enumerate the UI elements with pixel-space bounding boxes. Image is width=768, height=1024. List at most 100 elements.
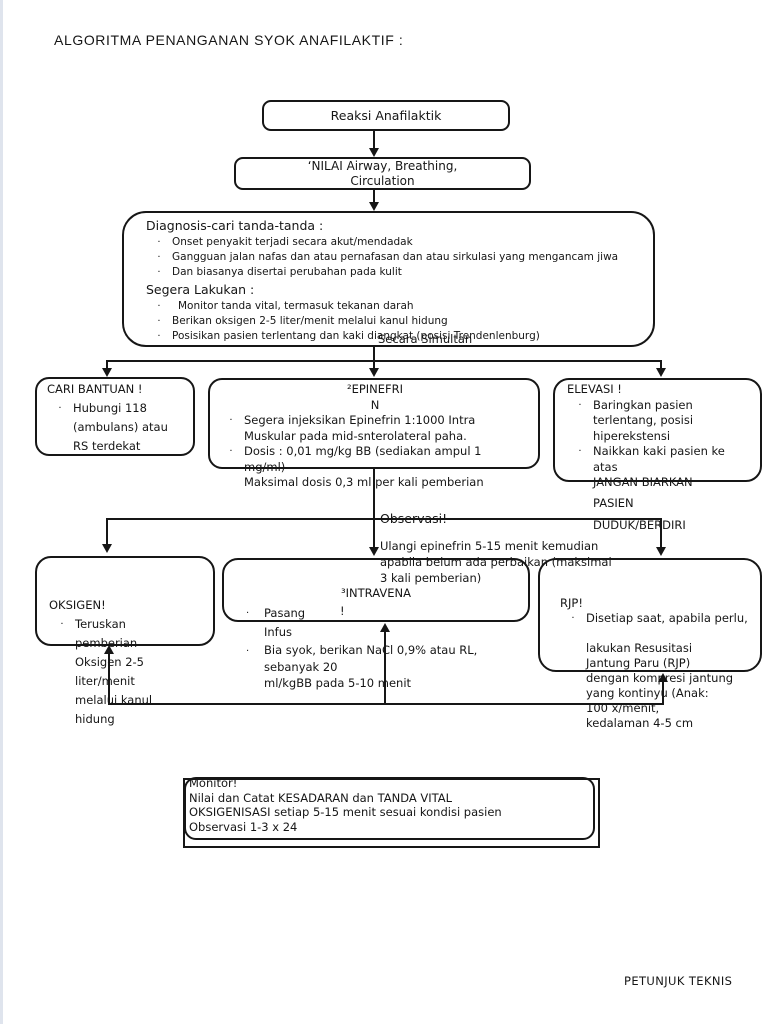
node-nilai-line2: Circulation <box>350 173 415 188</box>
intravena-item: Bia syok, berikan NaCl 0,9% atau RL, seb… <box>264 643 478 690</box>
rjp-title: RJP! <box>560 596 583 610</box>
node-nilai-abc: ‘NILAI Airway, Breathing, Circulation <box>234 157 531 190</box>
footer-label: PETUNJUK TEKNIS <box>624 974 733 988</box>
node-monitor: Monitor! Nilai dan Catat KESADARAN dan T… <box>183 776 600 848</box>
monitor-inner-border <box>184 777 595 840</box>
arrow-down-icon <box>369 202 379 211</box>
arrow-up-icon <box>658 673 668 682</box>
diagnosis-item: Dan biasanya disertai perubahan pada kul… <box>172 266 402 278</box>
elevasi-overflow-duduk: DUDUK/BERDIRI <box>593 518 686 532</box>
node-nilai-line1: ‘NILAI Airway, Breathing, <box>307 159 458 173</box>
intravena-title: ³INTRAVENA <box>341 586 411 600</box>
bullet-icon: · <box>246 646 250 657</box>
list-item: · Baringkan pasien terlentang, posisi hi… <box>567 398 756 445</box>
oksigen-item: Teruskan pemberian Oksigen 2-5 liter/men… <box>75 617 153 726</box>
arrow-down-icon <box>102 368 112 377</box>
node-cari-bantuan: CARI BANTUAN ! · Hubungi 118 (ambulans) … <box>35 377 195 456</box>
elevasi-overflow-pasien: PASIEN <box>593 495 634 510</box>
diagnosis-heading2: Segera Lakukan : <box>146 282 255 297</box>
node-intravena: ³INTRAVENA ! · Pasang Infus · Bia syok, … <box>222 558 530 690</box>
bullet-icon: · <box>229 446 233 457</box>
epinefrin-last-line: Maksimal dosis 0,3 ml per kali pemberian <box>244 475 484 489</box>
cari-bantuan-title: CARI BANTUAN ! <box>47 382 143 396</box>
connector-line <box>108 652 110 703</box>
list-item: · Berikan oksigen 2-5 liter/menit melalu… <box>146 314 643 329</box>
arrow-down-icon <box>102 544 112 553</box>
bullet-icon: · <box>58 403 62 414</box>
arrow-down-icon <box>369 547 379 556</box>
node-diagnosis: Diagnosis-cari tanda-tanda : · Onset pen… <box>122 211 655 347</box>
arrow-up-icon <box>380 623 390 632</box>
bullet-icon: · <box>60 619 64 630</box>
monitor-text: Monitor! Nilai dan Catat KESADARAN dan T… <box>189 776 502 834</box>
connector-line <box>106 518 108 545</box>
diagnosis-item: Monitor tanda vital, termasuk tekanan da… <box>178 300 414 312</box>
elevasi-item: Naikkan kaki pasien ke atas <box>593 444 725 474</box>
epinefrin-item: Segera injeksikan Epinefrin 1:1000 Intra… <box>244 413 476 443</box>
connector-line <box>662 680 664 703</box>
connector-line <box>373 518 375 548</box>
list-item: · Disetiap saat, apabila perlu, lakukan … <box>560 611 758 731</box>
diagnosis-item: Gangguan jalan nafas dan atau pernafasan… <box>172 251 619 263</box>
arrow-down-icon <box>369 148 379 157</box>
connector-line <box>384 630 386 703</box>
label-observasi: Observasi! <box>380 511 448 526</box>
list-item: · Naikkan kaki pasien ke atas <box>567 444 756 475</box>
diagnosis-item: Onset penyakit terjadi secara akut/menda… <box>172 236 413 248</box>
connector-line <box>373 469 375 520</box>
connector-line <box>660 360 662 370</box>
cari-bantuan-item: Hubungi 118 (ambulans) atau RS terdekat <box>73 401 168 453</box>
bullet-icon: · <box>229 415 233 426</box>
list-item: · Gangguan jalan nafas dan atau pernafas… <box>146 250 643 265</box>
node-oksigen: OKSIGEN! · Teruskan pemberian Oksigen 2-… <box>35 556 215 726</box>
epinefrin-item: Dosis : 0,01 mg/kg BB (sediakan ampul 1 … <box>244 444 482 474</box>
bullet-icon: · <box>578 446 582 457</box>
connector-line <box>660 518 662 548</box>
bullet-icon: · <box>157 267 161 278</box>
arrow-down-icon <box>369 368 379 377</box>
connector-line <box>106 360 662 362</box>
bullet-icon: · <box>246 608 250 619</box>
page-title: ALGORITMA PENANGANAN SYOK ANAFILAKTIF : <box>54 32 404 48</box>
connector-line <box>108 703 664 705</box>
label-secara-simultan: Secara Simultan <box>378 332 473 346</box>
intravena-title-excl: ! <box>340 604 345 618</box>
elevasi-item: Baringkan pasien terlentang, posisi hipe… <box>593 397 694 443</box>
elevasi-title: ELEVASI ! <box>567 382 622 396</box>
diagnosis-item: Posisikan pasien terlentang dan kaki dia… <box>172 330 540 342</box>
observasi-note: Ulangi epinefrin 5-15 menit kemudian apa… <box>380 539 612 585</box>
diagnosis-item: Berikan oksigen 2-5 liter/menit melalui … <box>172 315 448 327</box>
epinefrin-title: ²EPINEFRI N <box>346 382 404 412</box>
intravena-item: Pasang Infus <box>264 606 306 639</box>
bullet-icon: · <box>157 252 161 263</box>
list-item: · Monitor tanda vital, termasuk tekanan … <box>146 299 643 314</box>
arrow-down-icon <box>656 368 666 377</box>
connector-line <box>373 190 375 203</box>
list-item: · Teruskan pemberian Oksigen 2-5 liter/m… <box>49 615 209 729</box>
bullet-icon: · <box>157 237 161 248</box>
node-elevasi: ELEVASI ! · Baringkan pasien terlentang,… <box>553 378 762 532</box>
bullet-icon: · <box>157 331 161 342</box>
diagnosis-heading: Diagnosis-cari tanda-tanda : <box>146 218 324 233</box>
node-epinefrin: ²EPINEFRI N · Segera injeksikan Epinefri… <box>208 378 540 489</box>
arrow-down-icon <box>656 547 666 556</box>
elevasi-cont: JANGAN BIARKAN <box>593 475 693 489</box>
list-item: · Segera injeksikan Epinefrin 1:1000 Int… <box>218 413 532 444</box>
arrow-up-icon <box>104 645 114 654</box>
connector-line <box>106 360 108 370</box>
list-item: · Posisikan pasien terlentang dan kaki d… <box>146 329 643 344</box>
bullet-icon: · <box>571 613 575 624</box>
bullet-icon: · <box>578 399 582 411</box>
connector-line <box>373 360 375 370</box>
rjp-item: Disetiap saat, apabila perlu, lakukan Re… <box>586 611 748 730</box>
connector-line <box>373 347 375 362</box>
page-left-edge <box>0 0 3 1024</box>
connector-line <box>106 518 662 520</box>
list-item: · Onset penyakit terjadi secara akut/men… <box>146 235 643 250</box>
node-reaksi-label: Reaksi Anafilaktik <box>330 108 442 123</box>
list-item: · Hubungi 118 (ambulans) atau RS terdeka… <box>47 399 187 456</box>
list-item: · Dan biasanya disertai perubahan pada k… <box>146 265 643 280</box>
bullet-icon: · <box>157 301 161 312</box>
oksigen-title: OKSIGEN! <box>49 598 106 612</box>
